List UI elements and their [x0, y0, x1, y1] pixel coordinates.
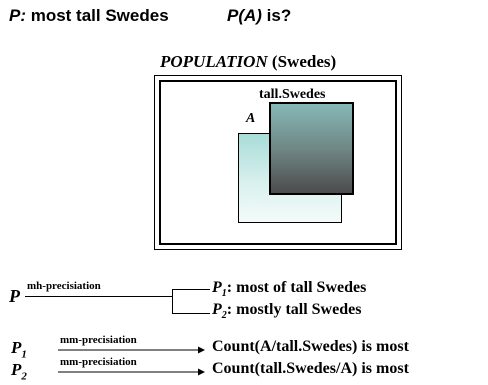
- population-box-inner-border: [159, 80, 397, 245]
- branch-line-p2: [172, 313, 210, 314]
- statement-p-label: P:: [9, 6, 26, 25]
- population-title-italic: POPULATION: [160, 52, 268, 71]
- tall-swedes-rectangle: [269, 102, 354, 195]
- p1-letter: P: [212, 279, 222, 296]
- population-box: [154, 75, 402, 250]
- p1-subscript: 1: [221, 288, 227, 300]
- p1-text: : most of tall Swedes: [226, 279, 367, 296]
- mh-line-horizontal: [25, 296, 172, 297]
- mm-precisiation-label-2: mm-precisiation: [60, 356, 137, 368]
- p2-subscript: 2: [221, 310, 227, 322]
- row2-p-subscript: 2: [21, 370, 27, 383]
- question-pa: P(A) is?: [227, 6, 291, 26]
- row2-p-letter: P: [11, 360, 22, 379]
- p1-definition: P1: most of tall Swedes: [212, 279, 366, 299]
- p2-definition: P2: mostly tall Swedes: [212, 301, 361, 321]
- p2-letter: P: [212, 301, 222, 318]
- p-symbol: P: [9, 286, 20, 306]
- mh-precisiation-label: mh-precisiation: [27, 280, 101, 292]
- population-title: POPULATION (Swedes): [160, 52, 336, 72]
- row1-p-letter: P: [11, 338, 22, 357]
- row1-p-subscript: 1: [21, 348, 27, 361]
- row2-p2-symbol: P2: [11, 360, 27, 382]
- p2-symbol: P2: [212, 301, 227, 322]
- population-title-rest: (Swedes): [267, 52, 337, 71]
- count-a-over-tall-swedes: Count(A/tall.Swedes) is most: [212, 338, 409, 355]
- p1-symbol: P1: [212, 279, 227, 300]
- arrow-right-icon: [58, 346, 205, 354]
- tall-swedes-label: tall.Swedes: [259, 87, 326, 102]
- arrow-right-icon: [58, 368, 205, 376]
- branch-vertical-line: [172, 289, 173, 314]
- statement-p-text: most tall Swedes: [26, 6, 169, 25]
- question-pa-label: P(A): [227, 6, 262, 25]
- question-pa-text: is?: [261, 6, 292, 25]
- statement-p: P: most tall Swedes: [9, 6, 169, 26]
- row1-p1-symbol: P1: [11, 338, 27, 360]
- count-tall-swedes-over-a: Count(tall.Swedes/A) is most: [212, 360, 409, 377]
- set-a-label: A: [246, 111, 256, 126]
- mm-precisiation-label-1: mm-precisiation: [60, 334, 137, 346]
- branch-line-p1: [172, 289, 210, 290]
- p2-text: : mostly tall Swedes: [226, 301, 362, 318]
